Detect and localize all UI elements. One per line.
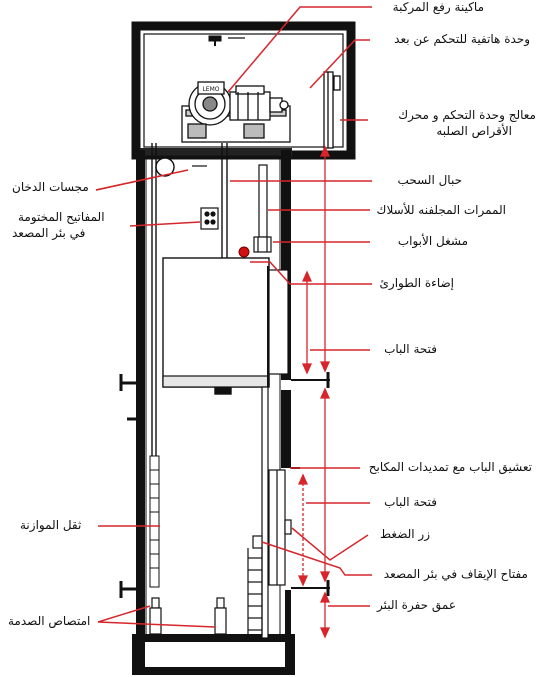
svg-text:LEMO: LEMO: [202, 86, 219, 93]
label-sealed-keys-line1: المفاتيح المختومة: [18, 210, 105, 224]
elevator-car: [162, 257, 289, 388]
hoistway-inner: [145, 155, 281, 637]
label-ropes: حبال السحب: [397, 173, 462, 187]
ceiling-hook: [208, 35, 245, 46]
label-buffer: امتصاص الصدمة: [8, 614, 91, 628]
pit-ladder: [247, 548, 263, 636]
controller-cabinet: [323, 71, 341, 149]
door-operator: [253, 236, 272, 253]
machine-room-floor: [140, 148, 292, 156]
pit-floor: [132, 634, 295, 675]
buffers: [149, 597, 227, 635]
label-counterweight: ثقل الموازنة: [20, 518, 82, 532]
pit-stop-switch-icon: [252, 535, 263, 549]
label-pit-depth: عمق حفرة البئر: [377, 598, 456, 612]
smoke-sensor-icon: [155, 157, 207, 177]
label-door-operator: مشغل الأبواب: [397, 234, 468, 248]
push-button-icon: [284, 519, 292, 535]
label-door-opening-upper: فتحة الباب: [384, 342, 437, 356]
dimension-arrows: [297, 145, 331, 639]
landing-door: [268, 469, 286, 586]
label-controller-line1: معالج وحدة التحكم و محرك: [398, 108, 536, 122]
hoistway-left-wall: [136, 150, 145, 671]
counterweight: [149, 455, 160, 588]
leader-lines: [95, 6, 372, 628]
label-smoke-sensors: مجسات الدخان: [12, 180, 89, 194]
hoist-machine: LEMO: [181, 81, 291, 143]
label-stop-switch: مفتاح الإيقاف في بئر المصعد: [383, 567, 528, 581]
hoistway-right-wall-upper: [281, 150, 291, 380]
guide-rail: [261, 386, 269, 639]
label-door-coupling: تعشيق الباب مع تمديدات المكابح: [368, 460, 532, 474]
sealed-switch-box: [200, 207, 219, 230]
landing-bars: [119, 372, 330, 598]
hoistway-right-wall-middle: [281, 390, 291, 468]
label-emergency-light: إضاءة الطوارئ: [379, 276, 454, 290]
cable-duct: [258, 164, 268, 238]
label-push-button: زر الضغط: [380, 527, 430, 541]
emergency-light-icon: [238, 246, 250, 258]
label-machine: ماكينة رفع المركبة: [392, 0, 484, 14]
hoistway-right-wall-lower: [285, 590, 291, 671]
label-phone-unit: وحدة هاتفية للتحكم عن بعد: [394, 32, 530, 46]
label-controller-line2: الأقراص الصلبه: [436, 124, 512, 138]
label-door-opening-lower: فتحة الباب: [384, 495, 437, 509]
label-cable-ducts: الممرات المجلفنه للأسلاك: [376, 203, 506, 217]
label-sealed-keys-line2: في بئر المصعد: [12, 226, 86, 240]
